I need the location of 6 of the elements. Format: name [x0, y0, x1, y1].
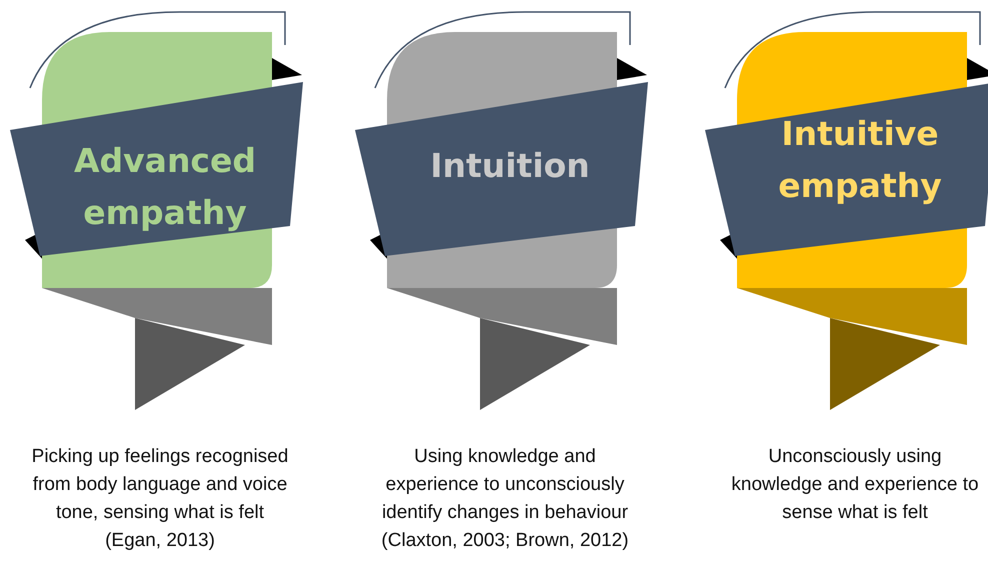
banner-heading: Advanced empathy [73, 140, 257, 234]
banner-heading: Intuitive empathy [777, 113, 943, 207]
banner-heading: Intuition [429, 145, 591, 187]
description-text: Picking up feelings recognised from body language and voice tone, sensing what is felt (Egan, 2013) [30, 445, 290, 553]
description-text: Using knowledge and experience to unconsciously identify changes in behaviour (Claxton, 2003; Brown, 2012) [380, 445, 630, 553]
description-text: Unconsciously using knowledge and experience to sense what is felt [730, 445, 980, 525]
